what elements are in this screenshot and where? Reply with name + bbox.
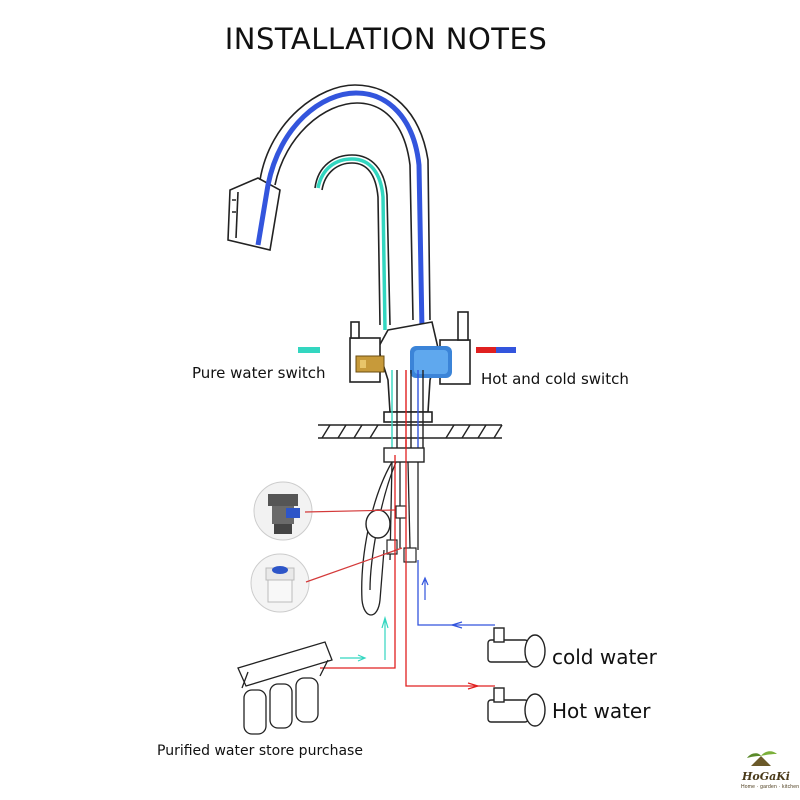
hot-cold-cartridge <box>410 346 452 378</box>
cold-angle-valve <box>487 627 546 668</box>
connector-photo-2 <box>250 553 310 613</box>
page-title: INSTALLATION NOTES <box>224 22 548 56</box>
pure-water-swatch <box>298 347 320 353</box>
faucet-spout <box>227 84 431 326</box>
brand-logo-icon <box>747 751 777 766</box>
cold-water-label: cold water <box>552 645 657 669</box>
cold-swatch <box>496 347 516 353</box>
pure-water-valve <box>355 355 385 373</box>
cold-line-spout <box>255 90 425 331</box>
quick-connectors <box>386 505 417 563</box>
connector-photo-1 <box>253 481 313 541</box>
pure-supply-line <box>381 615 389 660</box>
hot-angle-valve <box>487 687 546 727</box>
mount-nut <box>383 447 425 463</box>
hot-swatch <box>476 347 496 353</box>
cold-supply-line <box>417 560 495 626</box>
pointer-line-1 <box>304 509 396 513</box>
hot-cold-switch-label: Hot and cold switch <box>481 370 629 388</box>
hoses <box>361 461 419 616</box>
brand-tagline: Home · garden · kitchen <box>741 784 800 790</box>
pure-line-spout <box>316 157 387 331</box>
hot-to-purifier-line <box>320 455 396 669</box>
pointer-line-2 <box>305 547 403 583</box>
pure-water-switch-label: Pure water switch <box>192 364 326 382</box>
hose-weight <box>365 509 391 539</box>
countertop <box>318 424 503 439</box>
brand-name: HoGaKi <box>742 770 790 783</box>
water-purifier <box>237 641 333 735</box>
hot-water-label: Hot water <box>552 699 651 723</box>
purified-store-label: Purified water store purchase <box>157 743 363 759</box>
hot-supply-line <box>405 440 495 687</box>
